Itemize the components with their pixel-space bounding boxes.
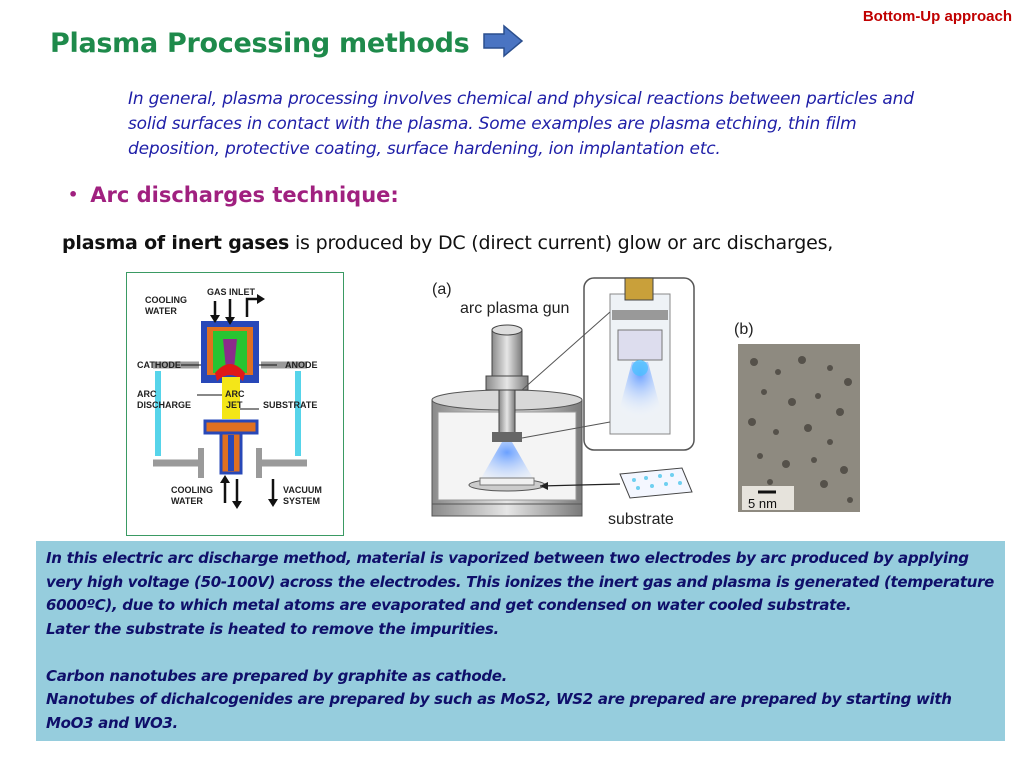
label-anode: ANODE [285, 360, 318, 370]
intro-line: solid surfaces in contact with the plasm… [128, 114, 857, 134]
note-line: 6000ºC), due to which metal atoms are ev… [46, 596, 852, 614]
label-cooling-water-bottom: COOLING [171, 485, 213, 495]
intro-paragraph: In general, plasma processing involves c… [128, 87, 998, 162]
label-cooling-water-top-2: WATER [145, 306, 177, 316]
arc-discharge-schematic: COOLING WATER GAS INLET CATHODE ANODE AR… [126, 272, 344, 536]
statement-rest: is produced by DC (direct current) glow … [289, 232, 834, 254]
label-cooling-water-top: COOLING [145, 295, 187, 305]
label-substrate-right: substrate [608, 511, 674, 528]
note-line: MoO3 and WO3. [46, 713, 178, 732]
label-arc-discharge-2: DISCHARGE [137, 400, 191, 410]
page-title: Plasma Processing methods [50, 28, 470, 59]
label-arc-discharge: ARC [137, 389, 157, 399]
intro-line: deposition, protective coating, surface … [128, 139, 721, 159]
label-cathode: CATHODE [137, 360, 181, 370]
note-line: Carbon nanotubes are prepared by graphit… [46, 666, 508, 685]
corner-label: Bottom-Up approach [862, 8, 1012, 25]
statement: plasma of inert gases is produced by DC … [62, 232, 833, 254]
note-line: very high voltage (50-100V) across the e… [46, 572, 995, 591]
label-vacuum-system-2: SYSTEM [283, 496, 320, 506]
bullet-dot: • [68, 185, 79, 204]
label-arc-jet: ARC [225, 389, 245, 399]
note-line: In this electric arc discharge method, m… [46, 549, 969, 567]
intro-line: In general, plasma processing involves c… [128, 89, 914, 109]
explanation-box: In this electric arc discharge method, m… [36, 541, 1005, 741]
label-substrate: SUBSTRATE [263, 400, 317, 410]
arc-schematic-drawing: COOLING WATER GAS INLET CATHODE ANODE AR… [137, 287, 322, 509]
label-gas-inlet: GAS INLET [207, 287, 256, 297]
arc-plasma-gun-figure: (a) arc plasma gun [420, 272, 870, 542]
label-cooling-water-bottom-2: WATER [171, 496, 203, 506]
right-arrow-icon [483, 24, 524, 58]
note-line: Nanotubes of dichalcogenides are prepare… [46, 690, 952, 708]
label-arc-jet-2: JET [226, 400, 243, 410]
bullet-heading: • Arc discharges technique: [68, 183, 399, 207]
arc-plasma-gun-drawing: (a) arc plasma gun [431, 277, 860, 528]
statement-bold: plasma of inert gases [62, 232, 290, 254]
label-arc-plasma-gun: arc plasma gun [460, 300, 569, 317]
note-line-blank [46, 641, 995, 665]
label-a: (a) [432, 281, 452, 298]
note-line: Later the substrate is heated to remove … [46, 619, 499, 638]
label-b: (b) [734, 321, 754, 338]
label-vacuum-system: VACUUM [283, 485, 322, 495]
bullet-heading-text: Arc discharges technique: [90, 183, 399, 207]
label-scale: 5 nm [748, 496, 777, 511]
